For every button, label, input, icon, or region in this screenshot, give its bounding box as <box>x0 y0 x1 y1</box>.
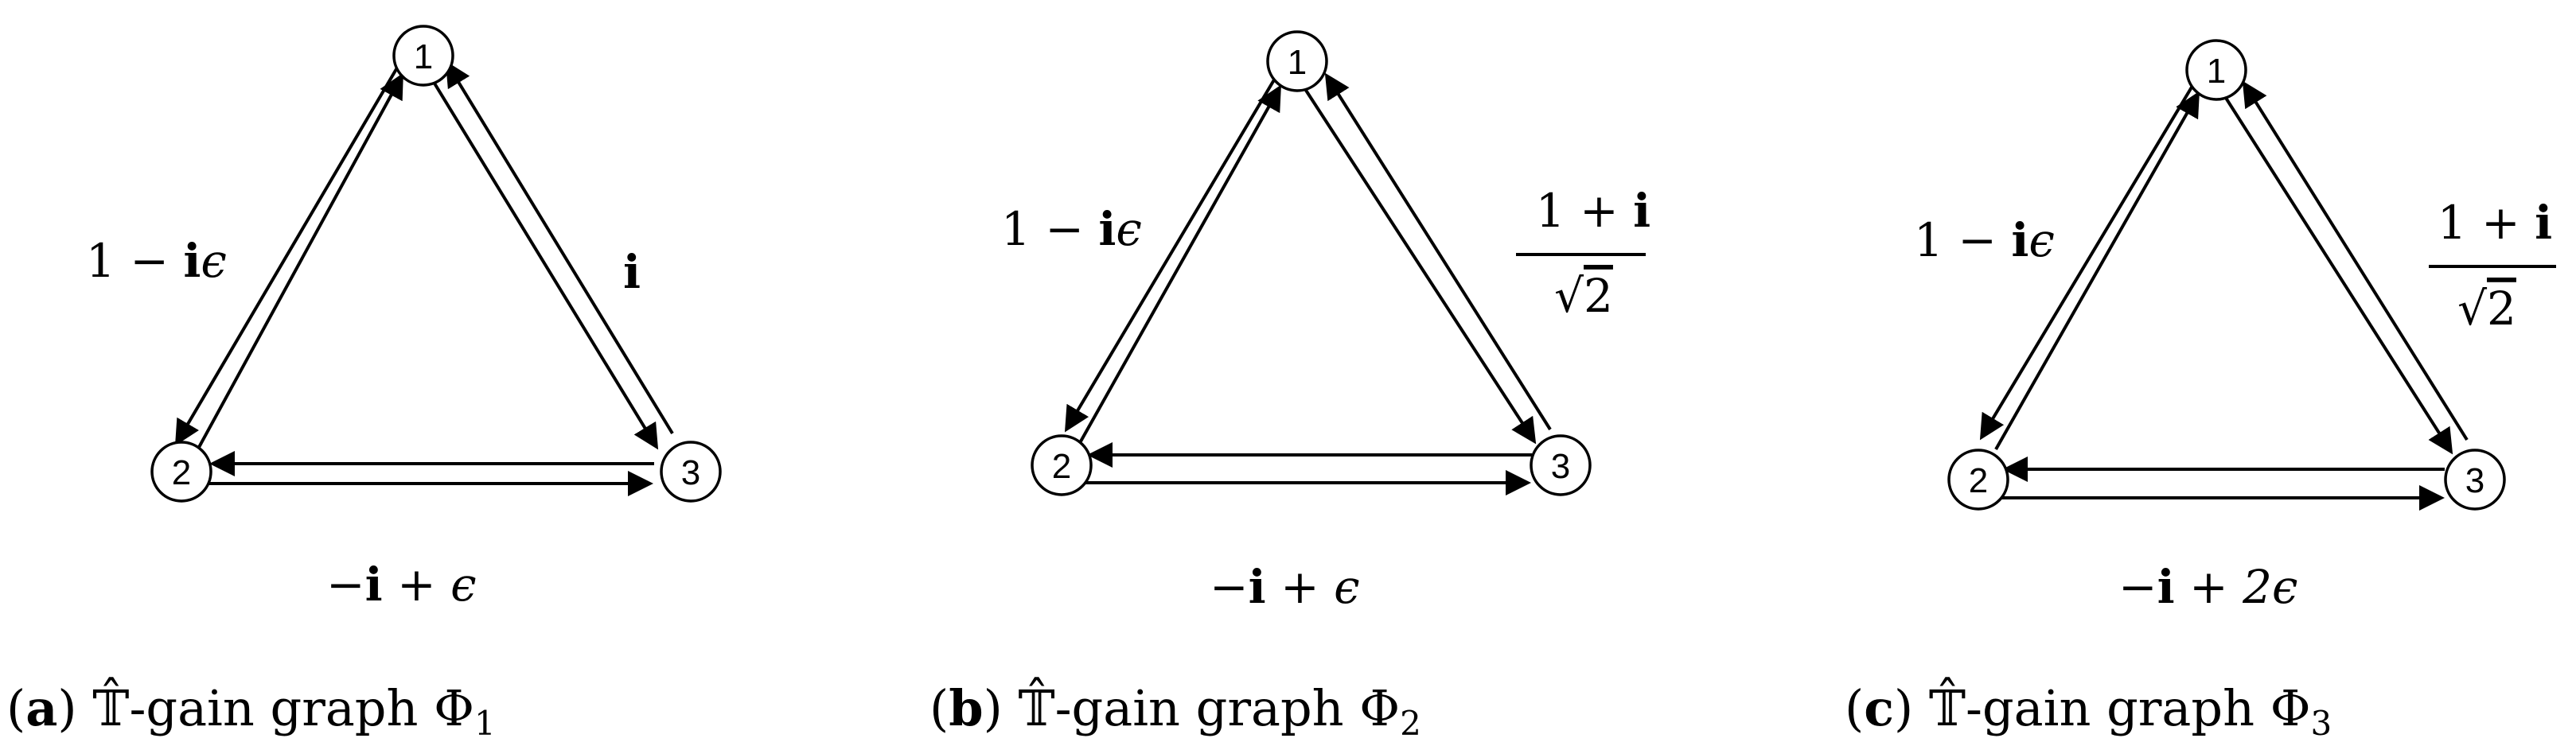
edge-1-to-3-arrow <box>2223 94 2453 455</box>
edge-2-to-1-arrow <box>1079 84 1281 442</box>
node-2: 2 <box>1031 434 1093 496</box>
edge-label-2-3: −i + 2ϵ <box>2118 560 2298 614</box>
edge-label-2-3: −i + ϵ <box>1210 560 1360 614</box>
fraction-denominator: √2 <box>2457 282 2516 336</box>
edge-1-to-2-arrow <box>174 58 403 446</box>
edge-3-to-1-arrow <box>2242 80 2469 441</box>
edge-1-to-2-arrow <box>1979 76 2199 441</box>
edge-label-1-3: i <box>623 245 641 299</box>
edge-1-to-2-arrow <box>1064 72 1280 433</box>
edge-label-1-2: 1 − iϵ <box>1001 202 1142 256</box>
fraction-denominator: √2 <box>1554 269 1613 323</box>
panel-c: 1 2 3 1 − iϵ 1 + i √2 −i + 2ϵ (c) � <box>1845 39 2556 743</box>
fraction-numerator: 1 + i <box>1536 184 1650 238</box>
fraction-numerator: 1 + i <box>2438 196 2552 250</box>
node-2: 2 <box>150 441 212 503</box>
node-3: 3 <box>660 441 722 503</box>
edge-2-to-1-arrow <box>1994 91 2200 450</box>
edge-3-to-1-arrow <box>1324 72 1552 431</box>
node-3: 3 <box>1530 434 1592 496</box>
node-2: 2 <box>1947 449 2009 511</box>
panel-a: 1 2 3 1 − iϵ i −i + ϵ (a) 𝕋̂-gain graph … <box>6 25 722 743</box>
caption-c: (c) 𝕋̂-gain graph Φ3 <box>1845 677 2332 743</box>
panel-b: 1 2 3 1 − iϵ 1 + i √2 −i + ϵ (b) 𝕋 <box>929 30 1650 743</box>
edge-2-to-1-arrow <box>191 72 403 460</box>
node-3: 3 <box>2444 449 2506 511</box>
node-1: 1 <box>2185 39 2247 101</box>
edge-label-1-2: 1 − iϵ <box>1914 213 2055 267</box>
edge-3-to-1-arrow <box>445 60 674 435</box>
svg-text:2: 2 <box>1052 447 1071 486</box>
svg-text:2: 2 <box>1969 461 1988 500</box>
svg-text:2: 2 <box>172 453 191 492</box>
edge-label-1-3: 1 + i √2 <box>2429 196 2556 336</box>
edge-1-to-3-arrow <box>1304 87 1537 445</box>
node-1: 1 <box>392 25 454 87</box>
caption-b: (b) 𝕋̂-gain graph Φ2 <box>929 677 1421 743</box>
caption-a: (a) 𝕋̂-gain graph Φ1 <box>6 677 496 743</box>
svg-text:1: 1 <box>2207 52 2226 91</box>
edge-label-2-3: −i + ϵ <box>326 558 477 612</box>
edge-1-to-3-arrow <box>428 74 659 450</box>
svg-text:1: 1 <box>414 37 433 76</box>
svg-text:3: 3 <box>1551 447 1570 486</box>
svg-text:3: 3 <box>681 453 700 492</box>
node-1: 1 <box>1266 30 1328 92</box>
svg-text:1: 1 <box>1288 43 1307 82</box>
svg-text:3: 3 <box>2465 461 2484 500</box>
edge-label-1-2: 1 − iϵ <box>86 234 227 288</box>
edge-label-1-3: 1 + i √2 <box>1516 184 1650 323</box>
